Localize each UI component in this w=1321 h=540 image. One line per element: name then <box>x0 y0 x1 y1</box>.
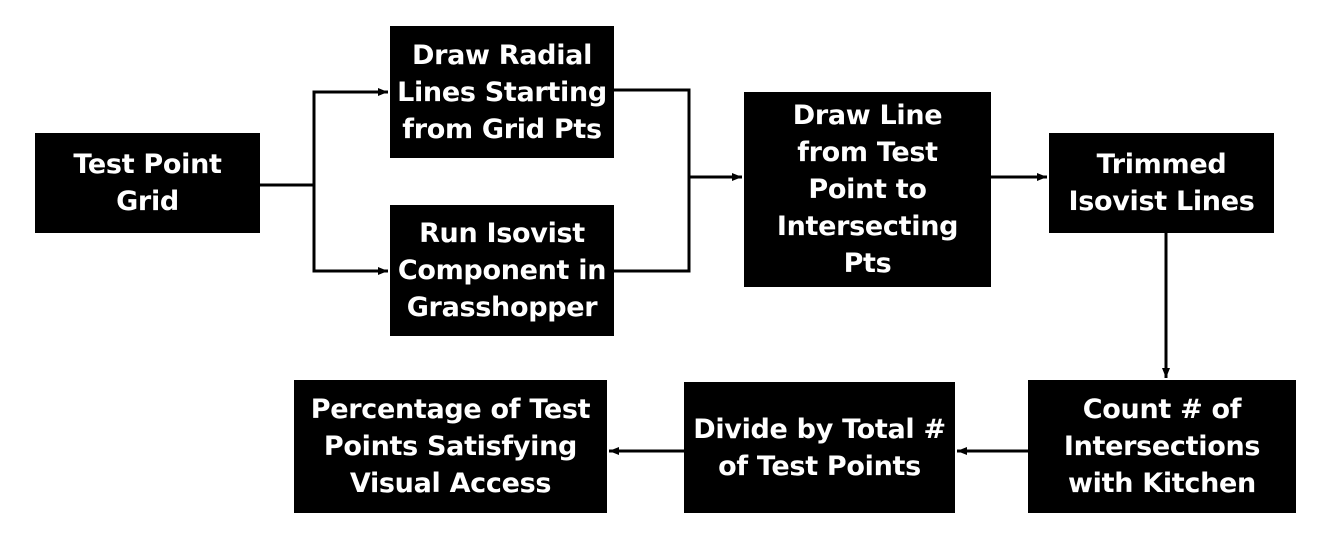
node-label: Percentage of Test Points Satisfying Vis… <box>310 394 591 499</box>
node-divide-by-total: Divide by Total # of Test Points <box>684 382 955 513</box>
node-percentage-visual-access: Percentage of Test Points Satisfying Vis… <box>294 380 607 513</box>
node-label: Draw Line from Test Point to Intersectin… <box>776 100 959 279</box>
edge-draw-radial-lines-to-draw-line <box>614 88 742 181</box>
node-draw-radial-lines: Draw Radial Lines Starting from Grid Pts <box>390 26 614 158</box>
node-count-intersections: Count # of Intersections with Kitchen <box>1028 380 1296 513</box>
node-test-point-grid: Test Point Grid <box>35 133 260 233</box>
edge-run-isovist-to-draw-line <box>614 177 691 273</box>
node-label: Trimmed Isovist Lines <box>1068 149 1255 217</box>
node-label: Count # of Intersections with Kitchen <box>1063 394 1261 499</box>
node-label: Run Isovist Component in Grasshopper <box>397 218 607 323</box>
node-trimmed-isovist-lines: Trimmed Isovist Lines <box>1049 133 1274 233</box>
edge-test-point-grid-to-run-isovist <box>312 185 388 275</box>
node-run-isovist-component: Run Isovist Component in Grasshopper <box>390 205 614 336</box>
node-label: Test Point Grid <box>73 149 222 217</box>
node-draw-line-to-intersecting-pts: Draw Line from Test Point to Intersectin… <box>744 92 991 287</box>
edge-test-point-grid-to-draw-radial-lines <box>260 88 388 187</box>
node-label: Draw Radial Lines Starting from Grid Pts <box>397 39 607 145</box>
node-label: Divide by Total # of Test Points <box>693 413 946 482</box>
